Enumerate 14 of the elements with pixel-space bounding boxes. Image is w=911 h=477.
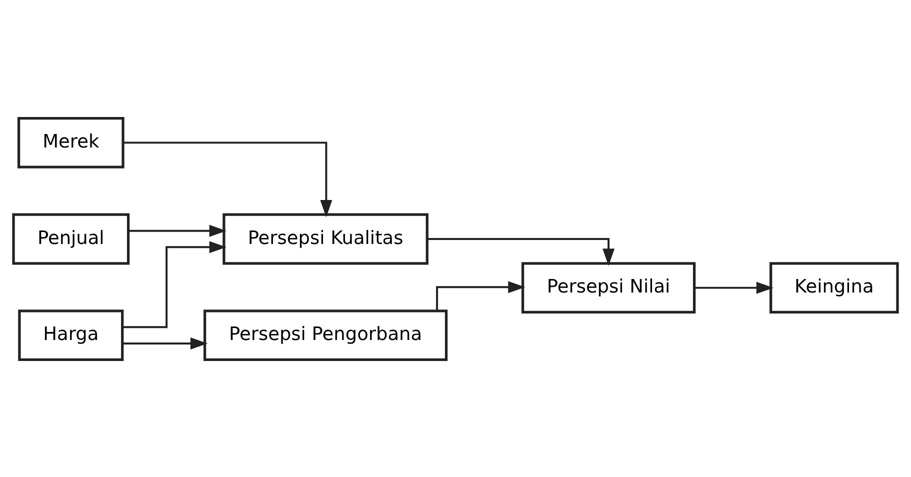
node-box: Persepsi Pengorbana <box>204 309 448 361</box>
arrow <box>128 224 226 236</box>
arrow <box>694 281 774 294</box>
arrow <box>122 240 226 328</box>
node-box: Merek <box>17 116 124 168</box>
node-box: Penjual <box>12 212 130 264</box>
arrow <box>122 336 208 349</box>
node-box: Persepsi Kualitas <box>222 212 428 264</box>
node-box: Harga <box>18 309 124 361</box>
arrow <box>427 238 615 266</box>
arrow <box>123 141 332 217</box>
arrow <box>436 280 526 310</box>
node-box: Persepsi Nilai <box>521 262 696 314</box>
node-box: Keingina <box>770 262 899 314</box>
